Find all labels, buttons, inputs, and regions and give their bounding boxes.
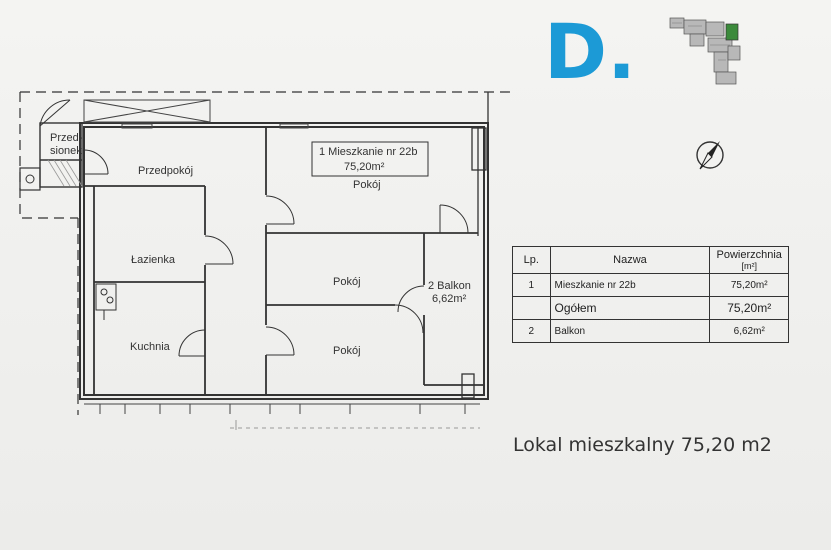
unit-caption: Lokal mieszkalny 75,20 m2 — [513, 434, 772, 456]
balcony-label-line1: 2 Balkon — [428, 280, 471, 292]
header-area: Powierzchnia [m²] — [709, 246, 789, 274]
table-header-row: Lp. Nazwa Powierzchnia [m²] — [512, 246, 789, 274]
row-area: 6,62m² — [709, 319, 789, 343]
bathroom-label: Łazienka — [131, 254, 176, 266]
room-top-label: Pokój — [353, 179, 381, 191]
vestibule-label-line2: sionek — [50, 145, 82, 157]
building-location-minimap-icon — [669, 17, 741, 85]
floor-plan-drawing: Przed- sionek Przedpokój Łazienka Kuchni… — [19, 91, 510, 430]
row-name: Ogółem — [549, 296, 711, 320]
table-row: 1 Mieszkanie nr 22b 75,20m² — [512, 273, 789, 297]
block-letter: D. — [544, 7, 636, 96]
header-area-line1: Powierzchnia — [716, 249, 782, 261]
room-bottom-label: Pokój — [333, 345, 361, 357]
hall-label: Przedpokój — [138, 165, 193, 177]
highlighted-building — [725, 23, 739, 41]
header-area-line2: [m²] — [741, 261, 757, 271]
table-row-total: Ogółem 75,20m² — [512, 296, 789, 320]
balcony-label-line2: 6,62m² — [432, 293, 467, 305]
row-lp: 2 — [512, 319, 551, 343]
row-lp — [512, 296, 551, 320]
room-middle-label: Pokój — [333, 276, 361, 288]
header-lp: Lp. — [512, 246, 551, 274]
row-name: Mieszkanie nr 22b — [549, 273, 711, 297]
area-table: Lp. Nazwa Powierzchnia [m²] 1 Mieszkanie… — [512, 246, 789, 343]
row-area: 75,20m² — [709, 296, 789, 320]
row-lp: 1 — [512, 273, 551, 297]
row-area: 75,20m² — [709, 273, 789, 297]
apartment-label-line1: 1 Mieszkanie nr 22b — [319, 146, 417, 158]
kitchen-label: Kuchnia — [130, 341, 171, 353]
table-row: 2 Balkon 6,62m² — [512, 319, 789, 343]
row-name: Balkon — [549, 319, 711, 343]
header-name: Nazwa — [549, 246, 711, 274]
apartment-label-line2: 75,20m² — [344, 161, 385, 173]
vestibule-label-line1: Przed- — [50, 132, 83, 144]
north-arrow-icon — [696, 141, 724, 170]
